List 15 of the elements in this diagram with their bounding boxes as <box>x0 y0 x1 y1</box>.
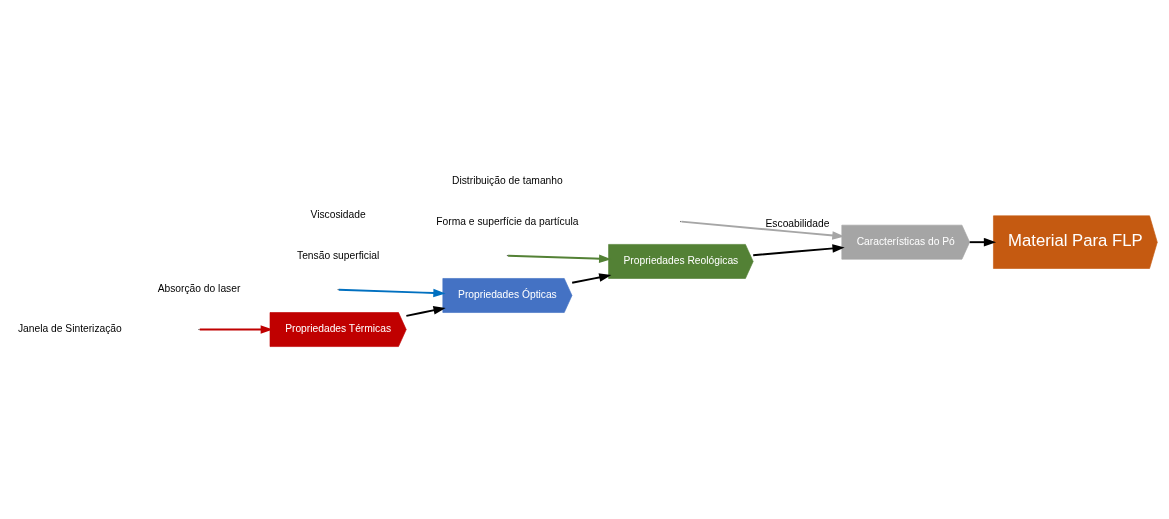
label: Distribuição de tamanho <box>452 174 563 186</box>
label: Absorção do laser <box>157 282 241 294</box>
label: Viscosidade <box>310 208 366 220</box>
arrow <box>337 288 446 297</box>
edge-label: Escoabilidade <box>765 217 830 229</box>
arrow <box>507 253 612 263</box>
label: Tensão superficial <box>297 249 380 261</box>
arrow <box>571 272 612 284</box>
arrow <box>405 305 446 317</box>
arrow <box>680 220 845 240</box>
arrow <box>968 237 997 246</box>
label: Forma e superfície da partícula <box>436 215 579 227</box>
arrow <box>198 324 273 334</box>
arrow <box>752 243 845 256</box>
label: Janela de Sinterização <box>17 322 122 334</box>
